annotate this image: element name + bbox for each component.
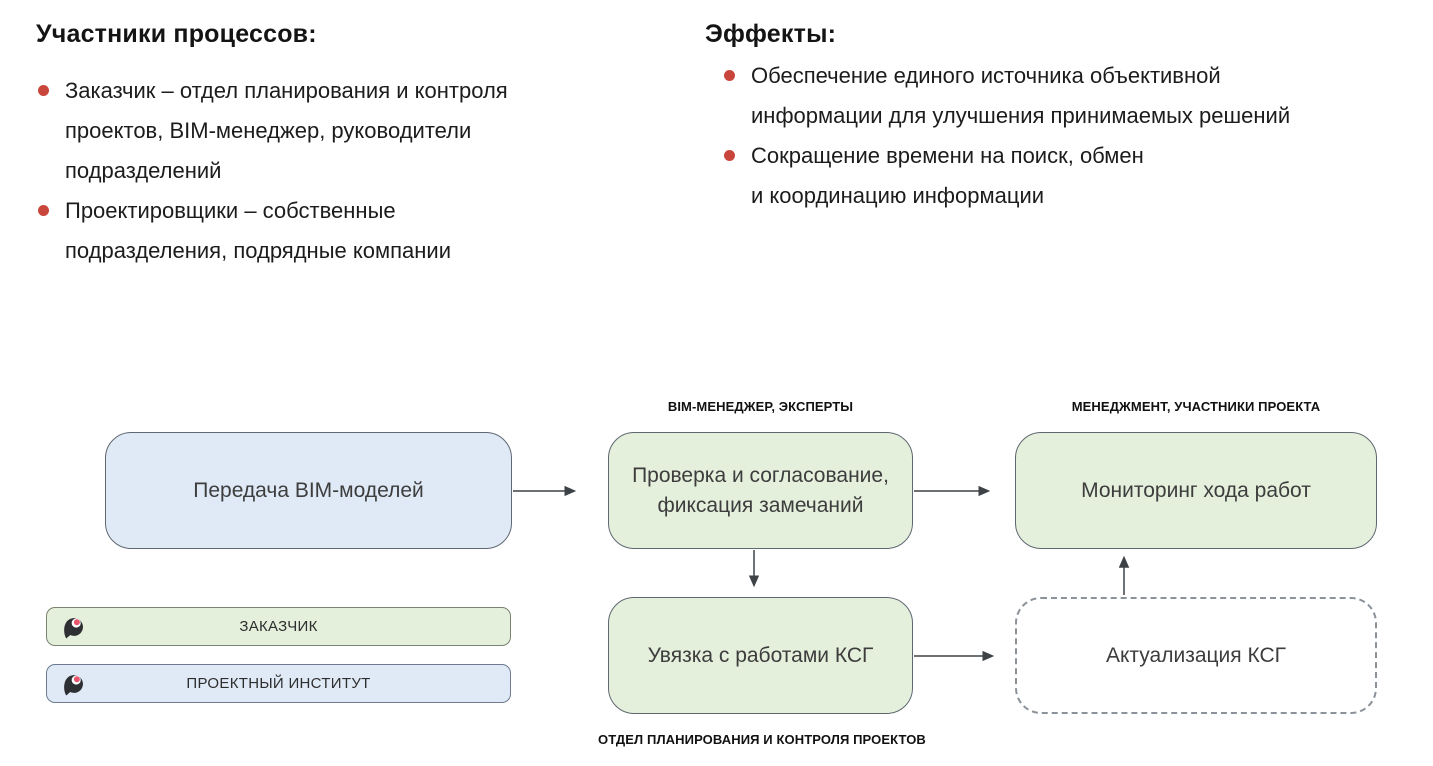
participants-section: Участники процессов: Заказчик – отдел пл… <box>36 20 676 271</box>
bullet-line: информации для улучшения принимаемых реш… <box>751 103 1291 128</box>
bullet-line: и координацию информации <box>751 183 1045 208</box>
node-work-monitoring: Мониторинг хода работ <box>1015 432 1377 549</box>
caption-management-project-participants: МЕНЕДЖМЕНТ, УЧАСТНИКИ ПРОЕКТА <box>1071 399 1321 414</box>
bullet-line: Сокращение времени на поиск, обмен <box>751 143 1144 168</box>
company-pin-icon <box>64 675 83 696</box>
list-item: Заказчик – отдел планирования и контроля… <box>36 71 676 191</box>
node-label: Мониторинг хода работ <box>1081 478 1311 502</box>
company-pin-icon <box>64 618 83 639</box>
list-item: Проектировщики – собственные подразделен… <box>36 191 676 271</box>
legend-label: ЗАКАЗЧИК <box>239 618 318 635</box>
node-label: Передача BIM-моделей <box>193 478 424 502</box>
node-transfer-bim-models: Передача BIM-моделей <box>105 432 512 549</box>
bullet-icon <box>38 205 49 216</box>
node-label: Увязка с работами КСГ <box>647 643 874 667</box>
bullet-text: Сокращение времени на поиск, обмен и коо… <box>751 136 1415 216</box>
bullet-line: подразделений <box>65 158 222 183</box>
bullet-text: Заказчик – отдел планирования и контроля… <box>65 71 676 191</box>
node-label: Актуализация КСГ <box>1105 643 1287 667</box>
participants-heading: Участники процессов: <box>36 20 317 48</box>
bullet-icon <box>724 70 735 81</box>
list-item: Обеспечение единого источника объективно… <box>722 56 1415 136</box>
bullet-text: Обеспечение единого источника объективно… <box>751 56 1415 136</box>
node-review-approval: Проверка и согласование, фиксация замеча… <box>608 432 913 549</box>
caption-bim-manager-experts: BIM-МЕНЕДЖЕР, ЭКСПЕРТЫ <box>667 399 854 414</box>
legend-design-institute: ПРОЕКТНЫЙ ИНСТИТУТ <box>46 664 511 703</box>
bullet-icon <box>724 150 735 161</box>
bullet-line: Заказчик – отдел планирования и контроля <box>65 78 508 103</box>
bullet-text: Проектировщики – собственные подразделен… <box>65 191 676 271</box>
effects-section: Эффекты: Обеспечение единого источника о… <box>705 20 1415 216</box>
list-item: Сокращение времени на поиск, обмен и коо… <box>722 136 1415 216</box>
bullet-line: проектов, BIM-менеджер, руководители <box>65 118 472 143</box>
bullet-icon <box>38 85 49 96</box>
participants-list: Заказчик – отдел планирования и контроля… <box>36 71 676 271</box>
bullet-line: Проектировщики – собственные <box>65 198 396 223</box>
effects-list: Обеспечение единого источника объективно… <box>705 56 1415 216</box>
bullet-line: Обеспечение единого источника объективно… <box>751 63 1221 88</box>
caption-planning-control-department: ОТДЕЛ ПЛАНИРОВАНИЯ И КОНТРОЛЯ ПРОЕКТОВ <box>598 732 926 747</box>
legend-label: ПРОЕКТНЫЙ ИНСТИТУТ <box>186 675 371 692</box>
node-label: Проверка и согласование, фиксация замеча… <box>632 463 889 517</box>
legend-customer: ЗАКАЗЧИК <box>46 607 511 646</box>
node-ksg-update: Актуализация КСГ <box>1015 597 1377 714</box>
bullet-line: подразделения, подрядные компании <box>65 238 451 263</box>
effects-heading: Эффекты: <box>705 20 837 48</box>
node-ksg-linking: Увязка с работами КСГ <box>608 597 913 714</box>
